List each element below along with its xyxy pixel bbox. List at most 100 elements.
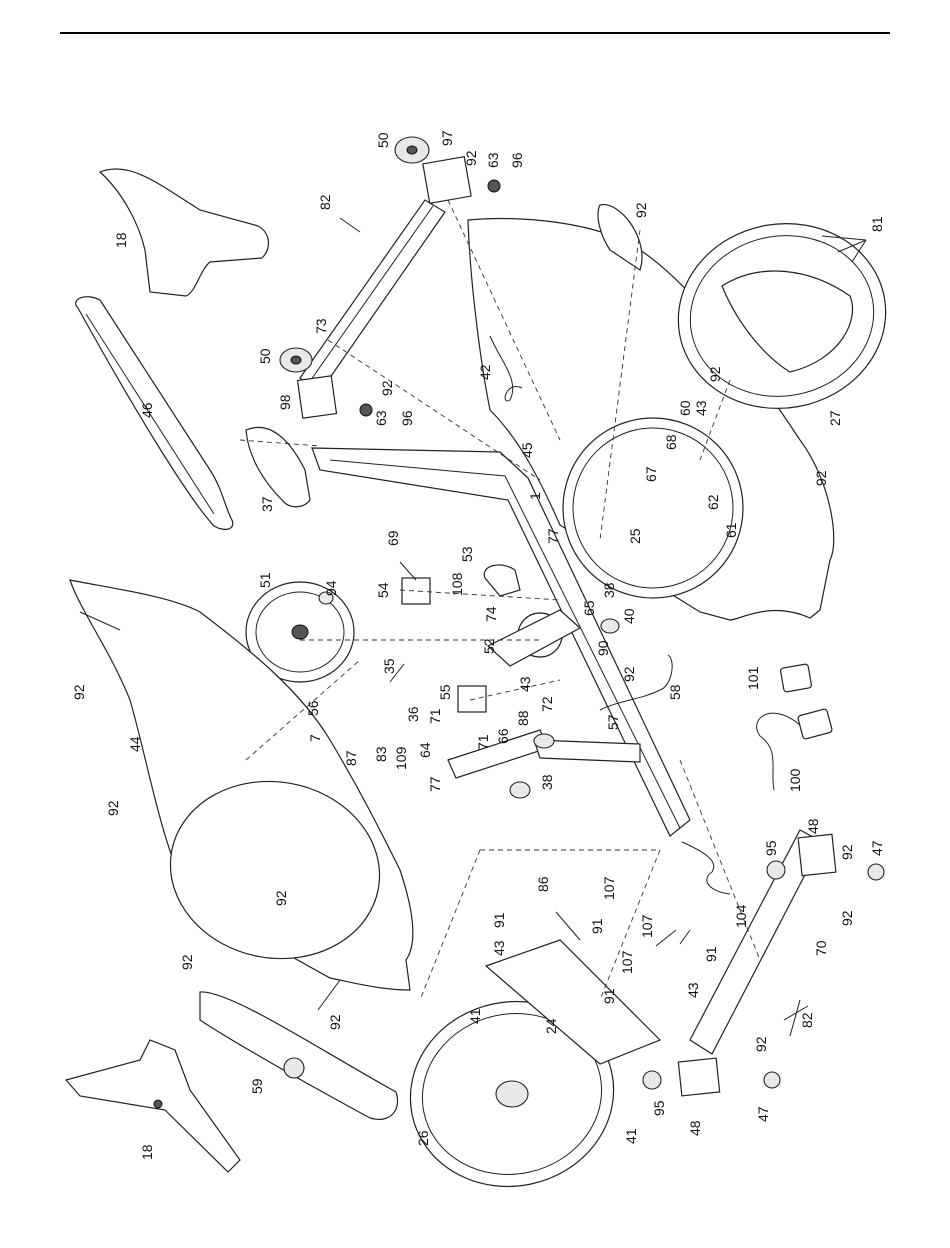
label-91: 91 [491, 912, 507, 928]
label-60: 60 [677, 400, 693, 416]
part-47-foot-b [763, 1071, 781, 1089]
label-92: 92 [71, 684, 87, 700]
label-64: 64 [417, 742, 433, 758]
part-26-flywheel-inner [421, 1013, 603, 1175]
label-24: 24 [543, 1018, 559, 1034]
label-92: 92 [273, 890, 289, 906]
label-47: 47 [869, 840, 885, 856]
label-48: 48 [687, 1120, 703, 1136]
label-62: 62 [705, 494, 721, 510]
label-107: 107 [619, 950, 635, 974]
label-38: 38 [601, 582, 617, 598]
part-94-washer [318, 591, 334, 605]
label-61: 61 [723, 522, 739, 538]
part-54-bracket [401, 577, 431, 605]
label-54: 54 [375, 582, 391, 598]
label-68: 68 [663, 434, 679, 450]
label-56: 56 [305, 700, 321, 716]
part-100-adapter [797, 708, 833, 740]
part-59-knob [283, 1057, 305, 1079]
label-52: 52 [481, 638, 497, 654]
part-59-front [199, 991, 399, 1120]
part-18-top [98, 168, 269, 297]
part-37 [245, 426, 311, 508]
label-53: 53 [459, 546, 475, 562]
label-66: 66 [495, 728, 511, 744]
part-51-flywheel-rim [255, 591, 345, 673]
part-100-cord [756, 712, 801, 791]
label-95: 95 [651, 1100, 667, 1116]
part-47-foot-a [867, 863, 885, 881]
label-63: 63 [485, 152, 501, 168]
label-71: 71 [475, 734, 491, 750]
part-45-handle [597, 204, 643, 271]
label-92: 92 [839, 844, 855, 860]
part-74-plate [486, 609, 582, 667]
label-86: 86 [535, 876, 551, 892]
alignment-lines [239, 199, 761, 1001]
label-97: 97 [439, 130, 455, 146]
label-92: 92 [839, 910, 855, 926]
label-42: 42 [477, 364, 493, 380]
part-63-bushing-b [359, 403, 373, 417]
label-70: 70 [813, 940, 829, 956]
label-72: 72 [539, 696, 555, 712]
label-50: 50 [375, 132, 391, 148]
label-82: 82 [799, 1012, 815, 1028]
label-43: 43 [517, 676, 533, 692]
label-37: 37 [259, 496, 275, 512]
label-92: 92 [463, 150, 479, 166]
label-46: 46 [139, 402, 155, 418]
label-96: 96 [509, 152, 525, 168]
part-38-bearing-a [600, 618, 620, 634]
part-53-magnet [483, 564, 521, 597]
part-73-edge [307, 205, 434, 385]
part-25-disc-inner [572, 427, 734, 589]
part-18-bottom-pin [153, 1099, 163, 1109]
label-27: 27 [827, 410, 843, 426]
label-94: 94 [323, 580, 339, 596]
label-36: 36 [405, 706, 421, 722]
label-107: 107 [639, 914, 655, 938]
part-upright-opening [533, 733, 555, 749]
label-71: 71 [427, 708, 443, 724]
label-47: 47 [755, 1106, 771, 1122]
label-92: 92 [379, 380, 395, 396]
leader-lines [79, 217, 867, 1037]
label-45: 45 [519, 442, 535, 458]
label-101: 101 [745, 666, 761, 690]
label-81: 81 [869, 216, 885, 232]
part-97-endcap [422, 155, 472, 205]
label-35: 35 [381, 658, 397, 674]
part-57-cable [599, 654, 673, 711]
label-73: 73 [313, 318, 329, 334]
label-7: 7 [307, 734, 323, 742]
label-88: 88 [515, 710, 531, 726]
label-38: 38 [539, 774, 555, 790]
part-55-bracket [457, 685, 487, 713]
part-46-belt [75, 296, 234, 530]
part-95-knob-a [766, 860, 786, 880]
label-67: 67 [643, 466, 659, 482]
label-41: 41 [467, 1008, 483, 1024]
label-40: 40 [621, 608, 637, 624]
part-95-knob-b [642, 1070, 662, 1090]
label-109: 109 [393, 746, 409, 770]
part-50-wheel-top-hub [406, 145, 418, 155]
label-92: 92 [753, 1036, 769, 1052]
label-77: 77 [427, 776, 443, 792]
label-26: 26 [415, 1130, 431, 1146]
label-43: 43 [693, 400, 709, 416]
label-58: 58 [667, 684, 683, 700]
label-51: 51 [257, 572, 273, 588]
label-41: 41 [623, 1128, 639, 1144]
part-50-wheel-mid-hub [290, 355, 302, 365]
label-82: 82 [317, 194, 333, 210]
label-98: 98 [277, 394, 293, 410]
part-27-cover-inner [689, 235, 875, 397]
part-46-belt-inner [85, 313, 215, 515]
label-83: 83 [373, 746, 389, 762]
part-51-hub [291, 624, 309, 640]
part-number-labels: 18 46 37 50 97 92 63 96 82 73 50 98 92 6… [71, 130, 885, 1160]
label-74: 74 [483, 606, 499, 622]
